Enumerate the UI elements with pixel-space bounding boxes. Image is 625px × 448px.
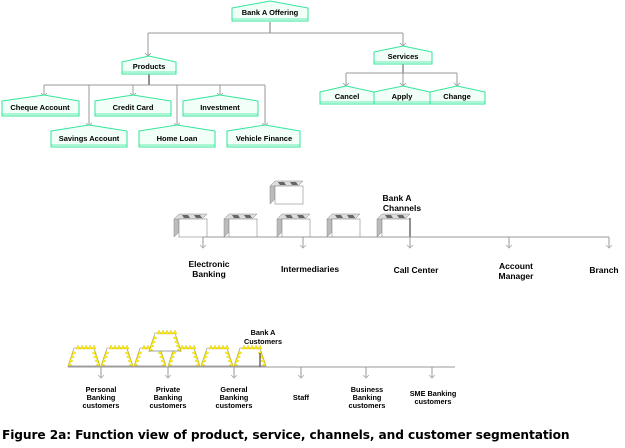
node-products[interactable]: Products [121,55,177,75]
customer-label: General [220,385,247,394]
channel-arrowheads [199,244,613,249]
channel-item-intermediaries[interactable]: Intermediaries [281,264,339,274]
node-label: Bank A Offering [242,8,299,17]
customer-crown-icon [67,344,101,368]
customer-label: customers [216,401,253,410]
node-label: Home Loan [157,134,198,143]
customer-crown-icon [200,344,234,368]
channel-box-icon [276,213,311,238]
channel-label: Banking [192,269,226,279]
node-savings-account[interactable]: Savings Account [50,124,128,148]
node-cancel[interactable]: Cancel [319,85,375,105]
customer-label: Banking [353,393,382,402]
channels-title: Bank A [383,193,412,203]
customer-crown-icon [233,344,267,368]
customer-crown-icon [100,344,134,368]
customer-item-general-banking[interactable]: General Banking customers [216,385,253,410]
node-label: Apply [392,92,414,101]
node-vehicle-finance[interactable]: Vehicle Finance [226,124,301,148]
channel-item-electronic-banking[interactable]: Electronic Banking [188,259,229,279]
customers-title: Bank A [251,328,277,337]
customer-item-private-banking[interactable]: Private Banking customers [150,385,187,410]
customer-label: customers [349,401,386,410]
channel-item-account-manager[interactable]: Account Manager [499,261,535,281]
node-label: Services [388,52,419,61]
node-label: Cheque Account [10,103,70,112]
channel-label: Manager [499,271,535,281]
node-label: Cancel [335,92,360,101]
customer-item-personal-banking[interactable]: Personal Banking customers [83,385,120,410]
customer-crown-icon [148,329,182,353]
customer-label: Business [351,385,383,394]
channel-label: Account [499,261,533,271]
channel-box-icon [173,213,208,238]
node-label: Investment [200,103,240,112]
customer-label: Banking [154,393,183,402]
node-credit-card[interactable]: Credit Card [94,94,172,117]
channel-boxes [173,180,411,238]
customer-item-staff[interactable]: Staff [293,393,310,402]
offering-connectors [43,22,458,126]
node-label: Products [133,62,166,71]
customer-label: SME Banking [410,389,457,398]
customers-title: Customers [244,337,282,346]
customer-crown-icon [133,344,167,368]
node-cheque-account[interactable]: Cheque Account [1,94,80,117]
channel-box-icon [269,180,304,205]
channels-title: Channels [383,203,422,213]
customer-label: Private [156,385,180,394]
node-bank-a-offering[interactable]: Bank A Offering [231,0,309,22]
node-investment[interactable]: Investment [182,94,259,117]
channel-box-icon [326,213,361,238]
channel-label: Branch [589,265,618,275]
node-services[interactable]: Services [373,45,433,65]
channel-item-branch[interactable]: Branch [589,265,618,275]
customer-label: customers [83,401,120,410]
customer-label: customers [415,397,452,406]
channel-box-icon [376,213,411,238]
channel-label: Intermediaries [281,264,339,274]
node-home-loan[interactable]: Home Loan [138,124,216,148]
customer-label: Banking [220,393,249,402]
channel-item-call-center[interactable]: Call Center [394,265,440,275]
customer-label: Personal [86,385,117,394]
node-apply[interactable]: Apply [373,85,431,105]
node-change[interactable]: Change [429,85,486,105]
customer-item-sme-banking[interactable]: SME Banking customers [410,389,457,406]
customer-crown-icon [167,344,201,368]
node-label: Change [443,92,471,101]
customer-label: customers [150,401,187,410]
customer-label: Banking [87,393,116,402]
customer-crowns [67,329,267,368]
channel-connectors [202,218,610,248]
customer-connectors [68,353,455,378]
node-label: Savings Account [59,134,120,143]
customer-arrowheads [97,374,436,379]
node-label: Credit Card [113,103,154,112]
figure-caption: Figure 2a: Function view of product, ser… [2,428,570,442]
channel-label: Call Center [394,265,440,275]
channel-label: Electronic [188,259,229,269]
node-label: Vehicle Finance [236,134,292,143]
channel-box-icon [223,213,258,238]
customer-item-business-banking[interactable]: Business Banking customers [349,385,386,410]
customer-label: Staff [293,393,310,402]
